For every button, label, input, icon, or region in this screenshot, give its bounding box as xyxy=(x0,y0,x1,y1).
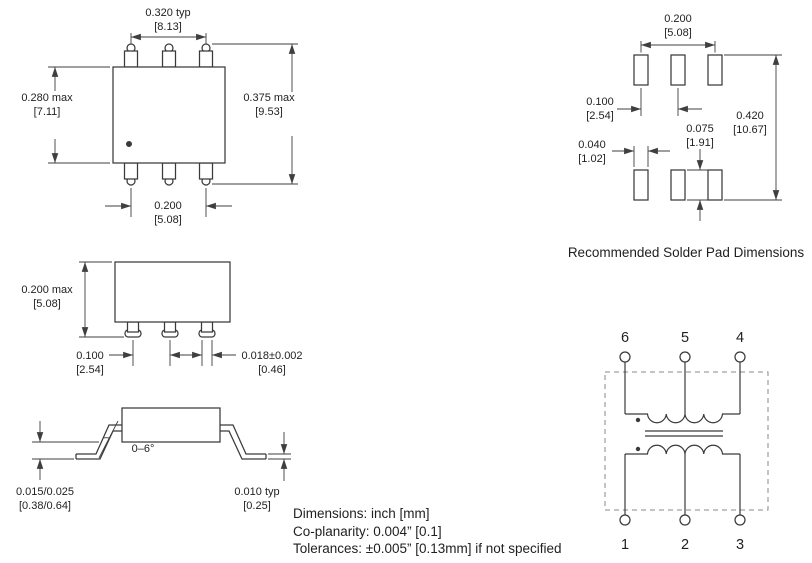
schematic-pin-numbers-bottom: 1 2 3 xyxy=(621,537,744,553)
dim-overall-length-mm: [9.53] xyxy=(255,106,283,118)
pad xyxy=(633,54,649,86)
drawing-notes: Dimensions: inch [mm] Co-planarity: 0.00… xyxy=(293,505,623,558)
dim-pad-width: 0.040 [1.02] xyxy=(578,139,670,167)
dim-standoff-mm: [0.38/0.64] xyxy=(19,500,71,512)
pad xyxy=(707,54,723,86)
dim-body-height-mm: [7.11] xyxy=(34,106,61,118)
dim-lead-span: 0.200 [5.08] xyxy=(105,188,232,226)
dim-pad-length: 0.075 [1.91] xyxy=(686,123,714,221)
terminal-5 xyxy=(679,351,691,363)
dim-pad-overall-label: 0.420 xyxy=(736,110,764,122)
pin1-marker-dot xyxy=(126,141,132,147)
schematic-terminals-top xyxy=(619,351,746,363)
dim-height-mm: [5.08] xyxy=(33,298,61,310)
terminal-6 xyxy=(619,351,631,363)
schematic-drawing: 6 5 4 xyxy=(604,330,769,553)
schematic-terminals-bottom xyxy=(619,514,746,526)
end-view-drawing: 0–6° 0.015/0.025 [0.38/0.64] 0.010 typ [… xyxy=(16,407,291,512)
solder-pad-caption: Recommended Solder Pad Dimensions xyxy=(567,245,805,260)
pad xyxy=(670,54,686,86)
side-leads xyxy=(124,321,216,338)
dim-pad-overall-mm: [10.67] xyxy=(733,124,767,136)
phase-dot-primary xyxy=(635,417,641,423)
component-outline-dashed xyxy=(604,371,769,511)
dim-pad-pitch-label: 0.100 xyxy=(586,96,614,108)
schematic-pin-numbers-top: 6 5 4 xyxy=(621,330,744,346)
dim-lead-thickness-mm: [0.25] xyxy=(243,500,271,512)
dim-pitch-and-lead-width: 0.100 [2.54] 0.018±0.002 [0.46] xyxy=(76,340,303,376)
dim-lead-thickness-label: 0.010 typ xyxy=(234,486,279,498)
dim-pad-width-label: 0.040 xyxy=(578,139,606,151)
dim-lead-thickness: 0.010 typ [0.25] xyxy=(234,432,291,512)
top-pins xyxy=(123,43,214,68)
dim-lead-width-mm: [0.46] xyxy=(258,364,286,376)
dim-pad-pitch: 0.100 [2.54] xyxy=(586,88,702,122)
dim-top-width: 0.320 typ [8.13] xyxy=(130,7,207,44)
dim-pad-span: 0.200 [5.08] xyxy=(640,13,716,53)
pin-number-4: 4 xyxy=(736,330,744,346)
dim-overall-length: 0.375 max [9.53] xyxy=(212,43,298,185)
dim-pad-length-label: 0.075 xyxy=(686,123,714,135)
lead-angle-annotation: 0–6° xyxy=(98,420,155,459)
primary-winding xyxy=(625,413,740,424)
note-tolerances: Tolerances: ±0.005” [0.13mm] if not spec… xyxy=(293,541,562,556)
dim-pad-width-mm: [1.02] xyxy=(578,153,606,165)
dim-standoff: 0.015/0.025 [0.38/0.64] xyxy=(16,421,99,512)
dim-overall-length-label: 0.375 max xyxy=(243,92,295,104)
terminal-3 xyxy=(734,514,746,526)
note-units: Dimensions: inch [mm] xyxy=(293,506,430,521)
terminal-2 xyxy=(679,514,691,526)
pin-number-6: 6 xyxy=(621,330,629,346)
pin-number-2: 2 xyxy=(681,537,689,553)
package-body xyxy=(112,66,226,164)
secondary-winding xyxy=(625,444,740,455)
pad xyxy=(707,169,723,201)
dim-height: 0.200 max [5.08] xyxy=(21,261,124,338)
gullwing-lead-right xyxy=(220,424,267,460)
dim-lead-width-label: 0.018±0.002 xyxy=(241,350,302,362)
package-side-view xyxy=(114,261,231,338)
pad xyxy=(670,169,686,201)
dim-body-height-label: 0.280 max xyxy=(21,92,73,104)
dim-lead-span-mm: [5.08] xyxy=(154,214,182,226)
pin-number-1: 1 xyxy=(621,537,629,553)
pin-number-3: 3 xyxy=(736,537,744,553)
package-body-side xyxy=(114,261,231,323)
top-view-drawing: 0.320 typ [8.13] 0.280 max [7.11] 0.375 … xyxy=(21,7,298,226)
pad xyxy=(633,169,649,201)
dim-pad-span-mm: [5.08] xyxy=(664,27,692,39)
solder-pads xyxy=(633,54,723,201)
bottom-pins xyxy=(123,162,214,186)
note-coplanarity: Co-planarity: 0.004” [0.1] xyxy=(293,523,442,539)
lead-angle-label: 0–6° xyxy=(132,443,155,455)
pin-number-5: 5 xyxy=(681,330,689,346)
dim-body-height: 0.280 max [7.11] xyxy=(21,66,110,164)
terminal-4 xyxy=(734,351,746,363)
dim-pitch-label: 0.100 xyxy=(76,350,104,362)
dim-pad-length-mm: [1.91] xyxy=(686,137,714,149)
transformer-symbol xyxy=(624,362,741,515)
solder-pad-drawing: 0.200 [5.08] 0.100 [2.54] 0.040 [1.02] xyxy=(578,13,782,221)
dim-top-width-label: 0.320 typ xyxy=(145,7,190,19)
package-top-view xyxy=(112,43,226,186)
dim-height-label: 0.200 max xyxy=(21,284,73,296)
terminal-1 xyxy=(619,514,631,526)
package-end-view: 0–6° xyxy=(75,407,267,460)
side-view-drawing: 0.200 max [5.08] 0.100 [2.54] 0.018±0.00… xyxy=(21,261,303,376)
phase-dot-secondary xyxy=(635,446,641,452)
dim-pad-overall: 0.420 [10.67] xyxy=(724,54,782,201)
dim-pitch-mm: [2.54] xyxy=(76,364,104,376)
dim-pad-pitch-mm: [2.54] xyxy=(586,110,614,122)
dim-pad-span-label: 0.200 xyxy=(664,13,692,25)
dim-standoff-label: 0.015/0.025 xyxy=(16,486,74,498)
package-body-end xyxy=(121,407,221,443)
dim-lead-span-label: 0.200 xyxy=(154,200,182,212)
dim-top-width-mm: [8.13] xyxy=(154,21,182,33)
